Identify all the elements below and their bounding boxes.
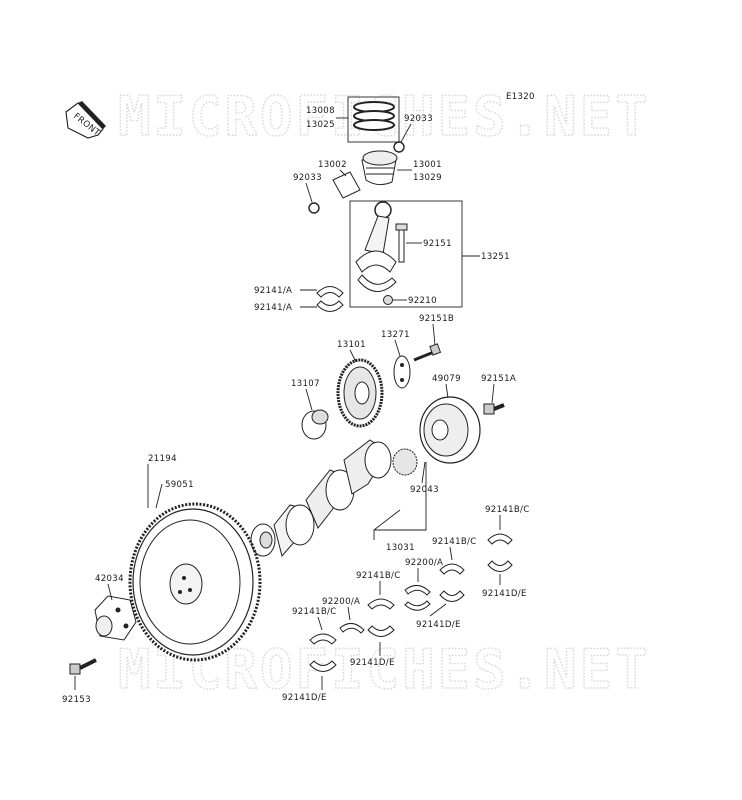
flywheel <box>128 502 262 662</box>
bolt-icon <box>483 403 505 415</box>
label-13107: 13107 <box>291 379 320 389</box>
label-13251: 13251 <box>481 252 510 262</box>
main-bearing <box>367 598 395 637</box>
label-13029: 13029 <box>413 173 442 183</box>
label-13031: 13031 <box>386 543 415 553</box>
thrust-washer <box>339 623 365 634</box>
label-92141bc-2: 92141B/C <box>432 537 477 547</box>
label-92141de-2: 92141D/E <box>416 620 461 630</box>
snap-ring-icon <box>393 141 405 153</box>
label-92043: 92043 <box>410 485 439 495</box>
oil-pump <box>419 396 481 464</box>
piston-rings <box>347 96 400 143</box>
label-92033-top: 92033 <box>404 114 433 124</box>
diagram-code: E1320 <box>506 92 535 102</box>
label-59051: 59051 <box>165 480 194 490</box>
label-92151: 92151 <box>423 239 452 249</box>
coupling <box>94 595 137 641</box>
bolt-icon <box>69 658 97 675</box>
main-bearing <box>487 533 513 572</box>
label-92141a-1: 92141/A <box>254 286 292 296</box>
label-92210: 92210 <box>408 296 437 306</box>
label-21194: 21194 <box>148 454 177 464</box>
label-92141de-4: 92141D/E <box>282 693 327 703</box>
thrust-plate <box>393 355 411 389</box>
piston <box>361 150 398 186</box>
crankshaft <box>250 439 418 558</box>
label-92141de-3: 92141D/E <box>350 658 395 668</box>
label-92141bc-3: 92141B/C <box>356 571 401 581</box>
label-92141bc-1: 92141B/C <box>485 505 530 515</box>
label-92033-lower: 92033 <box>293 173 322 183</box>
label-92151a: 92151A <box>481 374 516 384</box>
label-92141bc-4: 92141B/C <box>292 607 337 617</box>
label-42034: 42034 <box>95 574 124 584</box>
thrust-washer <box>404 585 431 596</box>
front-arrow-icon: FRONT <box>65 101 106 139</box>
label-92141de-1: 92141D/E <box>482 589 527 599</box>
main-bearing <box>309 633 337 672</box>
idler-gear <box>336 358 384 428</box>
connecting-rod <box>349 200 463 308</box>
bolt-icon <box>413 343 442 362</box>
label-92153: 92153 <box>62 695 91 705</box>
label-92200a-1: 92200/A <box>405 558 443 568</box>
main-bearing <box>439 563 465 602</box>
label-92151b: 92151B <box>419 314 454 324</box>
label-13025: 13025 <box>306 120 335 130</box>
label-13101: 13101 <box>337 340 366 350</box>
label-13001: 13001 <box>413 160 442 170</box>
idler-shaft <box>301 409 329 440</box>
piston-pin <box>332 171 361 199</box>
label-92141a-2: 92141/A <box>254 303 292 313</box>
label-13002: 13002 <box>318 160 347 170</box>
label-92200a-2: 92200/A <box>322 597 360 607</box>
label-13008: 13008 <box>306 106 335 116</box>
label-13271: 13271 <box>381 330 410 340</box>
thrust-washer <box>404 600 431 611</box>
snap-ring-icon <box>308 202 320 214</box>
rod-bearing <box>316 286 344 312</box>
label-49079: 49079 <box>432 374 461 384</box>
